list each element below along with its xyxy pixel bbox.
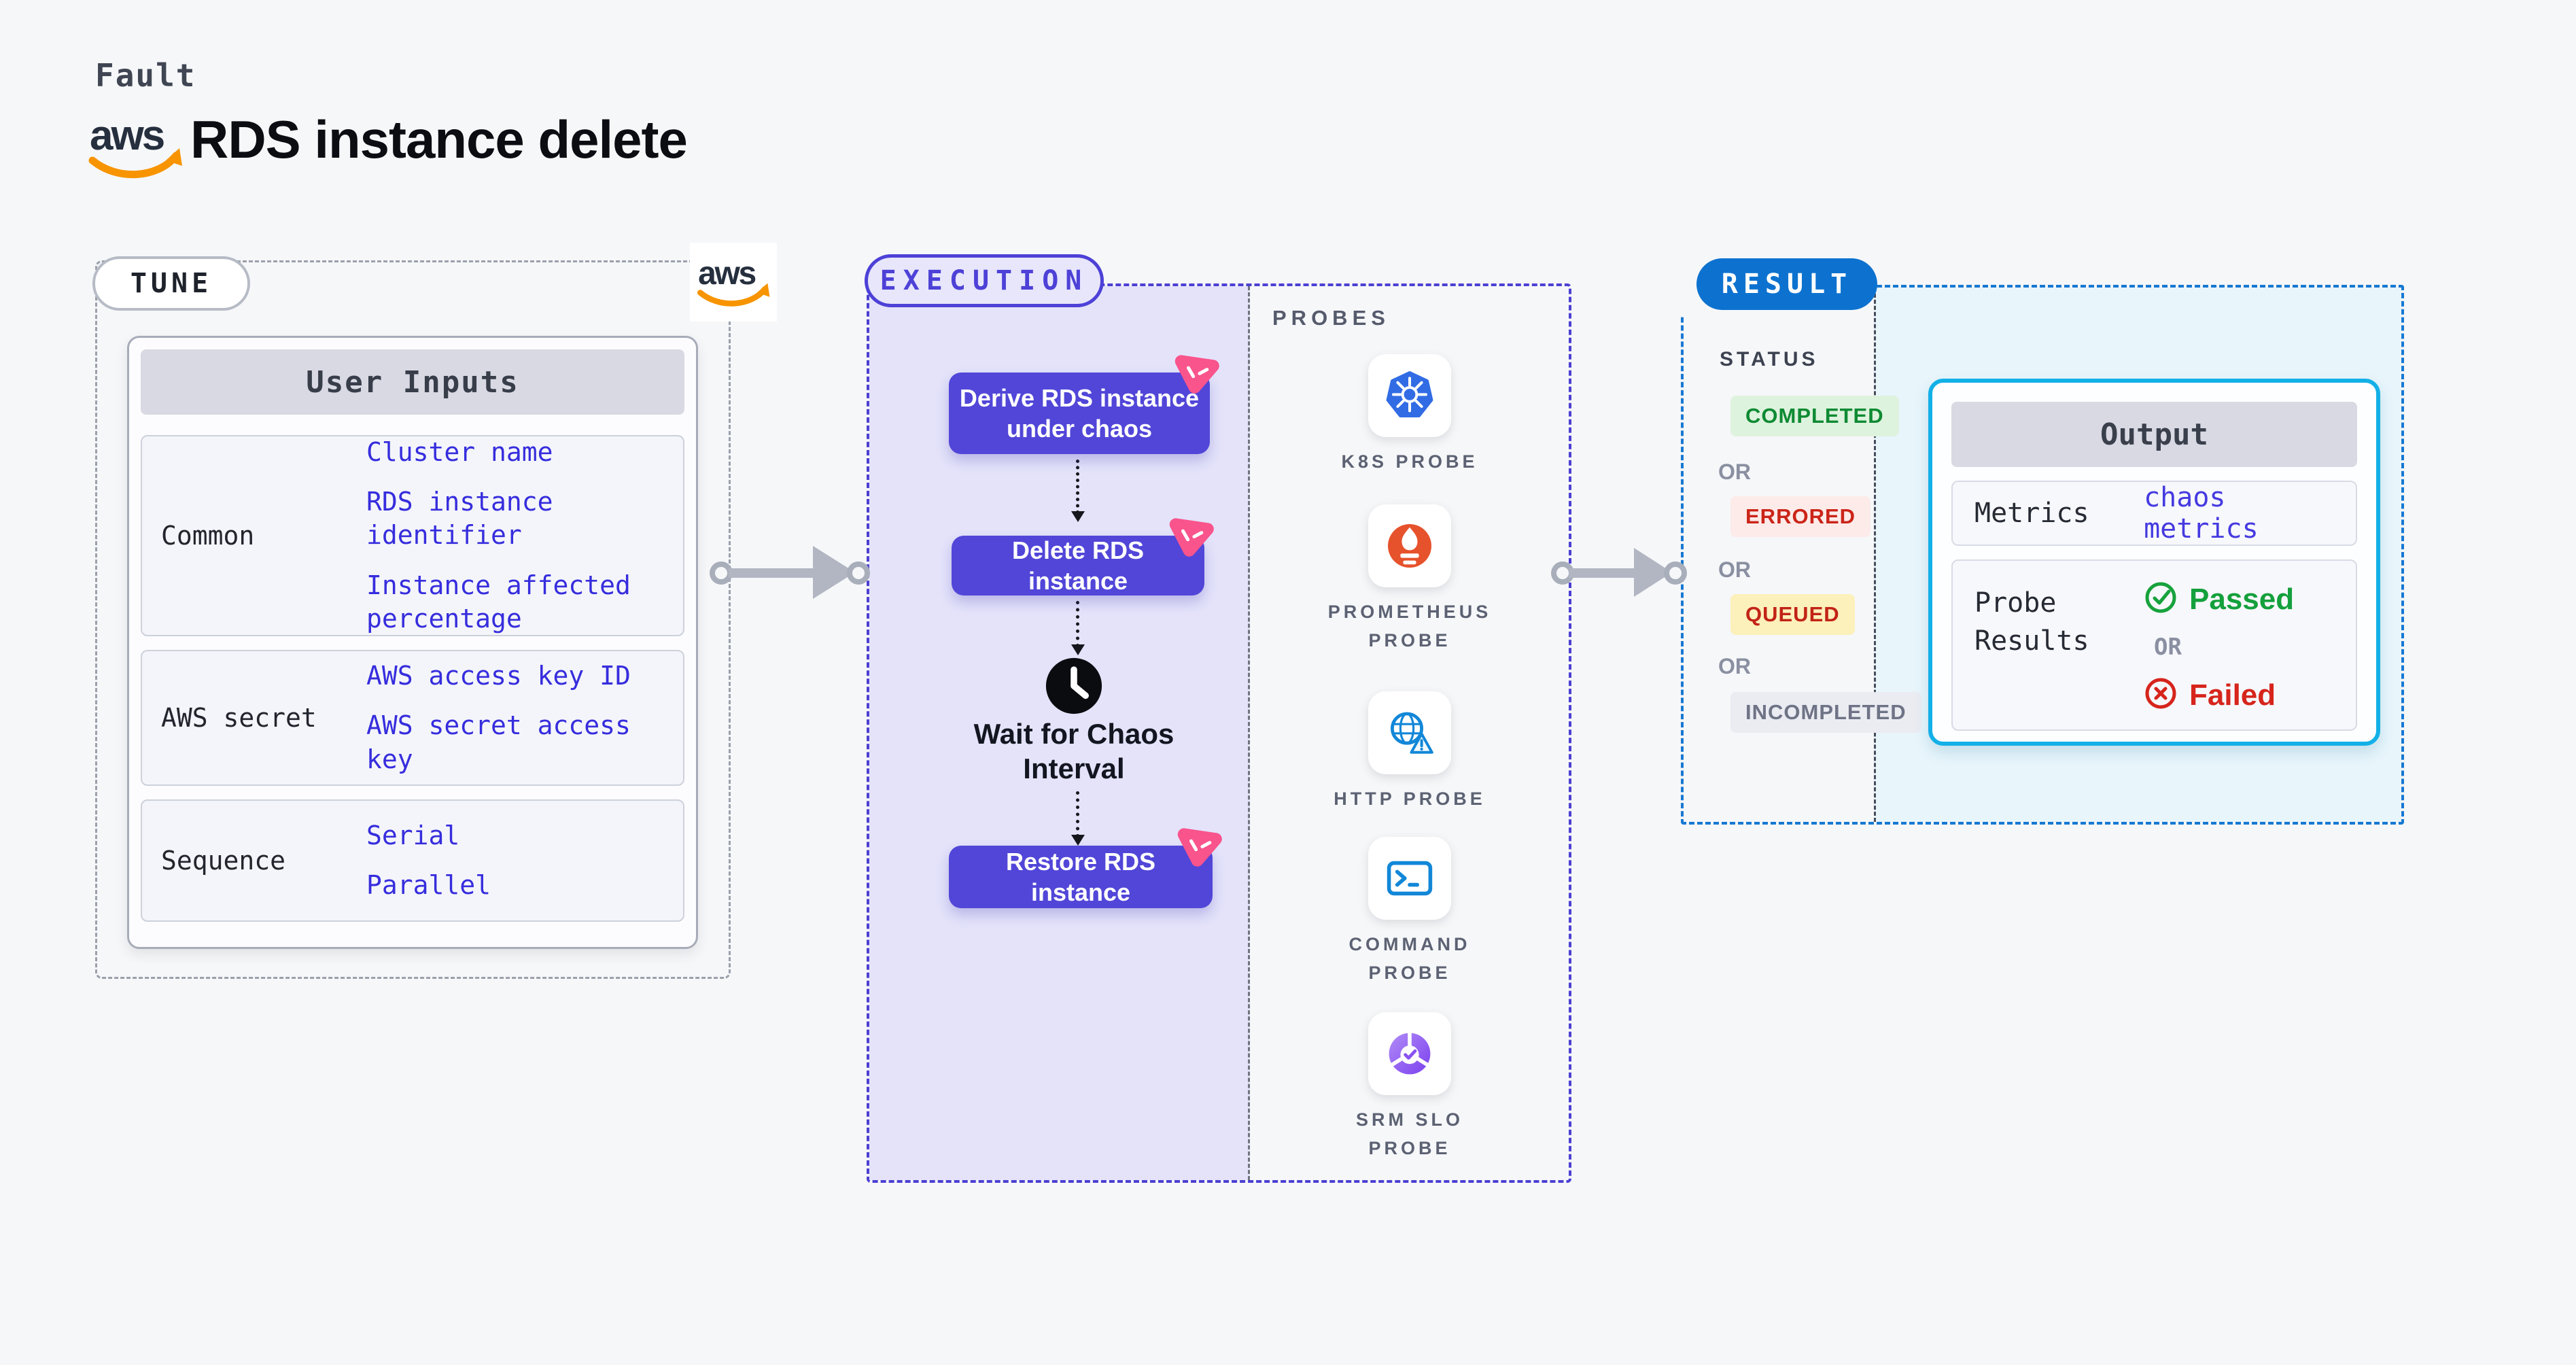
input-link[interactable]: Parallel: [366, 870, 491, 900]
status-or-label: OR: [1718, 557, 1751, 582]
status-badge-queued: QUEUED: [1730, 594, 1855, 635]
aws-logo-small: aws: [690, 243, 777, 322]
status-badge-errored: ERRORED: [1730, 496, 1871, 537]
page-title: RDS instance delete: [190, 109, 688, 169]
tune-section-box: [95, 260, 731, 979]
aws-logo: aws: [87, 109, 184, 185]
check-circle-icon: [2144, 581, 2177, 617]
probe-label: K8S PROBE: [1341, 451, 1478, 472]
user-inputs-header: User Inputs: [141, 349, 684, 415]
probe-label: COMMAND PROBE: [1348, 934, 1471, 983]
metrics-label: Metrics: [1974, 498, 2089, 529]
clock-icon: [1045, 657, 1103, 715]
execution-pill: EXECUTION: [865, 254, 1104, 307]
status-title: STATUS: [1720, 348, 1819, 370]
tune-pill: TUNE: [92, 256, 250, 311]
probe-item-prometheus: PROMETHEUS PROBE: [1321, 504, 1498, 655]
connector-arrow: [1071, 601, 1085, 655]
step-restore-rds-instance: Restore RDS instance: [949, 828, 1222, 908]
result-pill: RESULT: [1696, 258, 1877, 310]
chaos-metrics-link[interactable]: chaos metrics: [2144, 482, 2259, 545]
probe-label: PROMETHEUS PROBE: [1327, 602, 1492, 651]
user-inputs-row-aws-secret: AWS secret AWS access key ID AWS secret …: [141, 650, 684, 786]
step-label: Derive RDS instance under chaos: [959, 384, 1200, 443]
connector-arrow: [1071, 791, 1085, 846]
terminal-icon: [1368, 837, 1451, 920]
probe-or-label: OR: [2154, 634, 2182, 661]
step-label: Restore RDS instance: [1005, 848, 1156, 906]
probe-results-label: Probe Results: [1974, 587, 2089, 657]
input-link[interactable]: Instance affected percentage: [366, 570, 631, 634]
input-link[interactable]: Cluster name: [366, 436, 553, 467]
probe-item-http: HTTP PROBE: [1321, 691, 1498, 814]
probe-label: SRM SLO PROBE: [1355, 1109, 1463, 1158]
status-or-label: OR: [1718, 460, 1751, 484]
input-link[interactable]: AWS secret access key: [366, 710, 631, 774]
status-badge-completed: COMPLETED: [1730, 396, 1899, 436]
probe-item-k8s: K8S PROBE: [1321, 354, 1498, 477]
http-globe-icon: [1368, 691, 1451, 774]
user-inputs-row-common: Common Cluster name RDS instance identif…: [141, 435, 684, 636]
input-link[interactable]: AWS access key ID: [366, 660, 631, 691]
srm-slo-icon: [1368, 1012, 1451, 1095]
probes-header: PROBES: [1272, 306, 1390, 330]
failed-label: Failed: [2189, 678, 2276, 712]
row-label: AWS secret: [161, 703, 317, 733]
passed-label: Passed: [2189, 582, 2295, 616]
fault-kind-label: Fault: [95, 57, 196, 94]
svg-text:aws: aws: [90, 112, 164, 159]
arrow-tune-to-execution: [710, 545, 870, 600]
output-row-probe-results: Probe Results Passed OR: [1951, 559, 2357, 731]
kubernetes-icon: [1368, 354, 1451, 437]
wait-step-label: Wait for Chaos Interval: [973, 718, 1174, 785]
row-label: Common: [161, 521, 255, 551]
probe-item-srm-slo: SRM SLO PROBE: [1321, 1012, 1498, 1163]
input-link[interactable]: Serial: [366, 820, 460, 850]
output-panel: Output Metrics chaos metrics Probe Resul…: [1928, 379, 2380, 746]
arrow-execution-to-result: [1551, 545, 1687, 600]
prometheus-icon: [1368, 504, 1451, 587]
svg-text:aws: aws: [698, 256, 755, 292]
status-or-label: OR: [1718, 654, 1751, 678]
step-delete-rds-instance: Delete RDS instance: [952, 518, 1214, 595]
row-label: Sequence: [161, 846, 286, 876]
probe-label: HTTP PROBE: [1334, 789, 1486, 809]
step-derive-rds-instance: Derive RDS instance under chaos: [949, 355, 1219, 454]
input-link[interactable]: RDS instance identifier: [366, 486, 553, 551]
x-circle-icon: [2144, 677, 2177, 713]
user-inputs-row-sequence: Sequence Serial Parallel: [141, 799, 684, 922]
chaos-triangle-icon: [1170, 347, 1225, 396]
status-badge-incompleted: INCOMPLETED: [1730, 692, 1921, 733]
chaos-triangle-icon: [1165, 510, 1219, 559]
output-header: Output: [1951, 402, 2357, 467]
connector-arrow: [1071, 460, 1085, 522]
chaos-triangle-icon: [1173, 820, 1228, 869]
output-row-metrics: Metrics chaos metrics: [1951, 481, 2357, 546]
probe-item-command: COMMAND PROBE: [1321, 837, 1498, 988]
step-label: Delete RDS instance: [1011, 536, 1145, 595]
